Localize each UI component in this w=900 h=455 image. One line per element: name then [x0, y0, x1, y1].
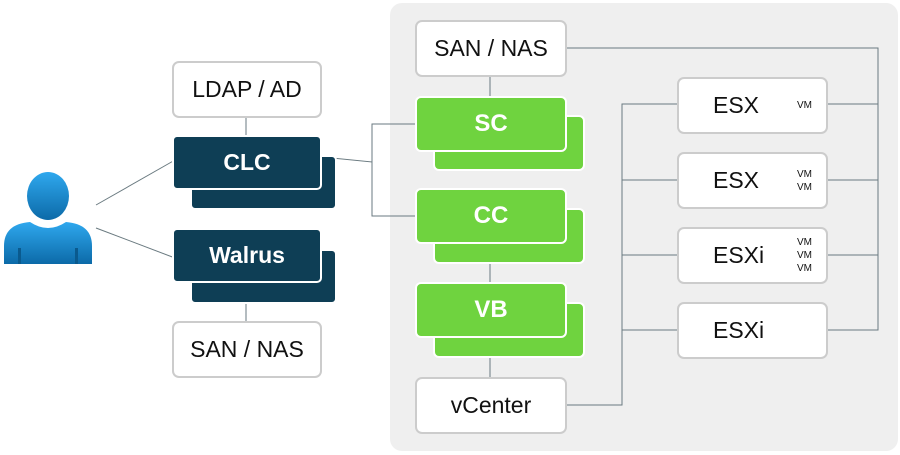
clc-label: CLC [223, 149, 271, 175]
vm-label: VM [797, 100, 812, 111]
cc-box: CC [415, 188, 567, 244]
san-nas-top-box: SAN / NAS [415, 20, 567, 77]
esx-host-4-label: ESXi [713, 317, 765, 343]
sc-box: SC [415, 96, 567, 152]
vb-box: VB [415, 282, 567, 338]
vm-label: VM [797, 237, 812, 248]
walrus-box: Walrus [172, 228, 322, 283]
cc-label: CC [473, 202, 509, 229]
esx-host-2: ESX VM VM [677, 152, 828, 209]
san-nas-top-label: SAN / NAS [434, 35, 548, 61]
san-nas-left-label: SAN / NAS [190, 336, 304, 362]
esx-host-1: ESX VM [677, 77, 828, 134]
user-icon [4, 172, 92, 264]
vm-list: VM [797, 79, 812, 132]
clc-box: CLC [172, 135, 322, 190]
vm-label: VM [797, 168, 812, 180]
vm-list: VM VM VM [797, 229, 812, 282]
vm-label: VM [797, 250, 812, 261]
esx-host-4: ESXi [677, 302, 828, 359]
vb-label: VB [474, 296, 508, 323]
sc-label: SC [474, 110, 508, 137]
ldap-ad-label: LDAP / AD [192, 76, 302, 102]
vcenter-box: vCenter [415, 377, 567, 434]
esx-host-3-label: ESXi [713, 242, 765, 268]
vm-list: VM VM [797, 154, 812, 207]
esx-host-2-label: ESX [713, 167, 760, 193]
walrus-label: Walrus [209, 242, 285, 268]
ldap-ad-box: LDAP / AD [172, 61, 322, 118]
vcenter-label: vCenter [450, 392, 532, 418]
esx-host-1-label: ESX [713, 92, 760, 118]
vm-label: VM [797, 263, 812, 274]
vm-label: VM [797, 181, 812, 193]
san-nas-left-box: SAN / NAS [172, 321, 322, 378]
esx-host-3: ESXi VM VM VM [677, 227, 828, 284]
